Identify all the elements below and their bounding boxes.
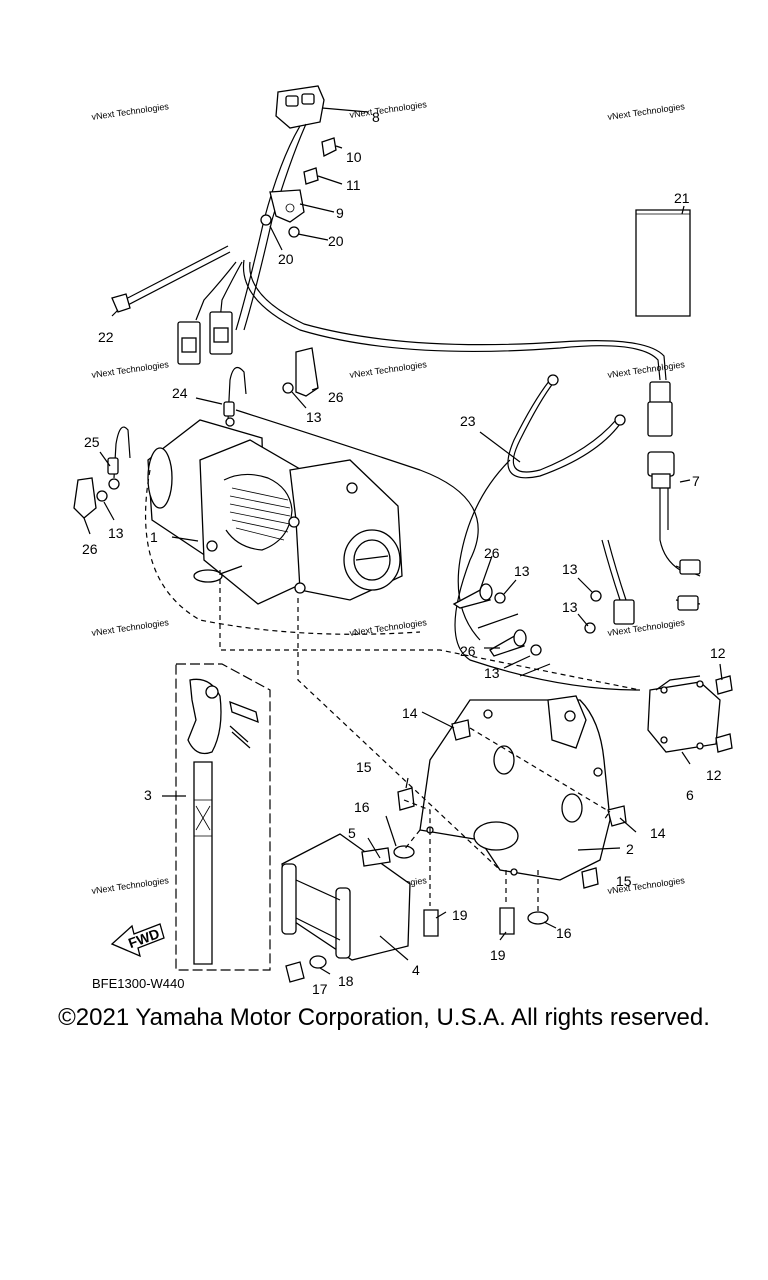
watermark: vNext Technologies xyxy=(91,617,170,638)
callout-12: 12 xyxy=(706,767,722,783)
callouts: 1 2 3 4 5 6 7 8 9 10 11 12 12 13 13 13 1… xyxy=(82,109,726,997)
callout-11: 11 xyxy=(346,177,361,193)
callout-20: 20 xyxy=(328,233,344,249)
callout-15: 15 xyxy=(356,759,372,775)
main-harness xyxy=(235,259,673,691)
lead-wires xyxy=(107,366,247,490)
handlebar-switch xyxy=(235,85,369,331)
harness-connectors xyxy=(177,261,243,365)
callout-21: 21 xyxy=(674,190,690,206)
callout-2: 2 xyxy=(626,841,634,857)
hook-strap-kit xyxy=(175,663,271,971)
roller-fairlead xyxy=(281,833,411,961)
callout-26: 26 xyxy=(82,541,98,557)
cable-tie xyxy=(111,245,231,313)
callout-14: 14 xyxy=(650,825,666,841)
callout-4: 4 xyxy=(412,962,420,978)
callout-12: 12 xyxy=(710,645,726,661)
callout-18: 18 xyxy=(338,973,354,989)
callout-24: 24 xyxy=(172,385,188,401)
callout-19: 19 xyxy=(452,907,468,923)
callout-13: 13 xyxy=(306,409,322,425)
callout-3: 3 xyxy=(144,787,152,803)
diagram-code: BFE1300-W440 xyxy=(92,976,185,991)
battery-cable xyxy=(457,374,626,641)
callout-16: 16 xyxy=(354,799,370,815)
leader-lines xyxy=(83,205,723,975)
watermark: vNext Technologies xyxy=(91,359,170,380)
callout-13: 13 xyxy=(562,599,578,615)
callout-25: 25 xyxy=(84,434,100,450)
callout-7: 7 xyxy=(692,473,700,489)
callout-17: 17 xyxy=(312,981,328,997)
callout-26: 26 xyxy=(484,545,500,561)
relay-connector xyxy=(647,451,681,571)
callout-9: 9 xyxy=(336,205,344,221)
assembly-lines xyxy=(144,469,641,912)
watermark: vNext Technologies xyxy=(349,617,428,638)
callout-23: 23 xyxy=(460,413,476,429)
watermark: vNext Technologies xyxy=(91,875,170,896)
callout-13: 13 xyxy=(108,525,124,541)
copyright-notice: ©2021 Yamaha Motor Corporation, U.S.A. A… xyxy=(58,1004,710,1031)
callout-6: 6 xyxy=(686,787,694,803)
watermark: vNext Technologies xyxy=(349,99,428,120)
watermark: vNext Technologies xyxy=(607,359,686,380)
label-sheet xyxy=(635,209,691,317)
callout-14: 14 xyxy=(402,705,418,721)
callout-10: 10 xyxy=(346,149,362,165)
callout-26: 26 xyxy=(460,643,476,659)
callout-13: 13 xyxy=(484,665,500,681)
watermark: vNext Technologies xyxy=(91,101,170,122)
watermark: vNext Technologies xyxy=(607,101,686,122)
callout-26: 26 xyxy=(328,389,344,405)
mounting-plate xyxy=(419,695,611,881)
callout-8: 8 xyxy=(372,109,380,125)
callout-15: 15 xyxy=(616,873,632,889)
winch-assembly xyxy=(147,419,403,605)
fasteners xyxy=(285,719,627,983)
relay-unit xyxy=(647,559,733,753)
bracket-assembly xyxy=(260,137,343,251)
terminal-boots xyxy=(73,347,635,677)
callout-16: 16 xyxy=(556,925,572,941)
callout-19: 19 xyxy=(490,947,506,963)
callout-5: 5 xyxy=(348,825,356,841)
callout-13: 13 xyxy=(514,563,530,579)
callout-1: 1 xyxy=(150,529,158,545)
callout-13: 13 xyxy=(562,561,578,577)
callout-22: 22 xyxy=(98,329,114,345)
fwd-arrow: FWD xyxy=(110,923,165,958)
watermark: vNext Technologies xyxy=(349,359,428,380)
callout-20: 20 xyxy=(278,251,294,267)
